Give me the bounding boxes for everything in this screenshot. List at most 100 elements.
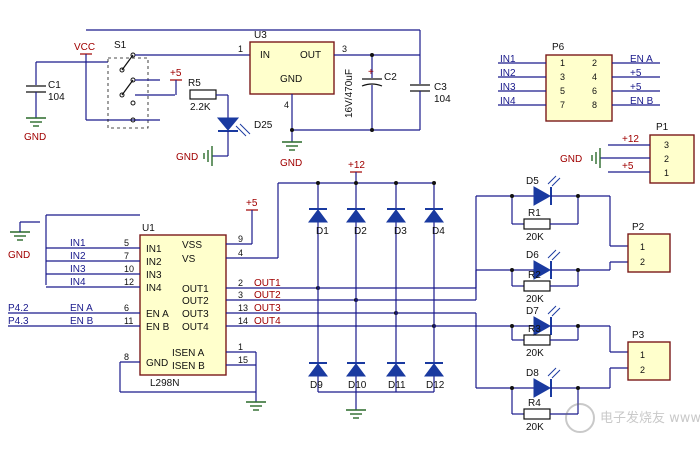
diode-icon xyxy=(424,209,444,223)
diode-icon xyxy=(346,363,366,377)
gnd-label-c1: GND xyxy=(24,132,46,143)
u3-in: IN xyxy=(260,50,270,61)
led-label: D6 xyxy=(526,250,539,261)
c1-label: C1 xyxy=(48,80,61,91)
ground-icon xyxy=(346,409,366,419)
u1-pin-num: 5 xyxy=(124,238,129,248)
led-label: D8 xyxy=(526,368,539,379)
led-icon xyxy=(533,186,552,206)
plus5-label-r5: +5 xyxy=(170,68,182,79)
p2-pin-1: 1 xyxy=(640,242,645,252)
p6-right-label: EN A xyxy=(630,54,653,65)
u1-pin-label: IN2 xyxy=(146,257,162,268)
ground-icon xyxy=(246,401,266,411)
resistor xyxy=(523,218,551,230)
u1-pin-num: 7 xyxy=(124,251,129,261)
p6-pin: 7 xyxy=(560,100,565,110)
led-label: D7 xyxy=(526,306,539,317)
diode-label: D3 xyxy=(394,226,407,237)
p6-pin: 3 xyxy=(560,72,565,82)
p1-label: P1 xyxy=(656,122,669,133)
u3-label: U3 xyxy=(254,30,267,41)
u1-label: U1 xyxy=(142,223,155,234)
u3-out: OUT xyxy=(300,50,321,61)
resistor xyxy=(523,280,551,292)
s1-label: S1 xyxy=(114,40,127,51)
gnd-label-d25: GND xyxy=(176,152,198,163)
u1-out-net: OUT4 xyxy=(254,316,281,327)
resistor xyxy=(523,408,551,420)
u1-pin-label: OUT1 xyxy=(182,284,209,295)
regulator-u3 xyxy=(249,41,335,95)
u1-pin-label: GND xyxy=(146,358,168,369)
u1-pin-num: 13 xyxy=(238,303,248,313)
resistor xyxy=(523,334,551,346)
p6-right-label: +5 xyxy=(630,82,642,93)
u1-pin-label: IN1 xyxy=(146,244,162,255)
led-icon xyxy=(533,260,552,280)
resistor-label: R3 xyxy=(528,324,541,335)
u3-pin-out: 3 xyxy=(342,44,347,54)
p6-pin: 5 xyxy=(560,86,565,96)
u1-net-label: IN2 xyxy=(70,251,86,262)
ground-icon xyxy=(203,146,213,166)
diode-icon xyxy=(424,363,444,377)
resistor-label: R2 xyxy=(528,270,541,281)
p3-label: P3 xyxy=(632,330,645,341)
svg-text:+: + xyxy=(368,67,374,78)
p6-pin: 8 xyxy=(592,100,597,110)
p3-pin-2: 2 xyxy=(640,365,645,375)
u1-net-label: EN B xyxy=(70,316,94,327)
watermark: 电子发烧友 www.elecfans.com xyxy=(565,403,700,433)
c2-value: 16V/470uF xyxy=(344,69,355,118)
p6-left-label: IN3 xyxy=(500,82,516,93)
u1-net-label: EN A xyxy=(70,303,93,314)
u1-pin-num: 15 xyxy=(238,355,248,365)
vcc-label: VCC xyxy=(74,42,95,53)
c1-value: 104 xyxy=(48,92,65,103)
u1-part: L298N xyxy=(150,378,179,389)
u1-pin-label: ISEN A xyxy=(172,348,205,359)
u1-out-net: OUT3 xyxy=(254,303,281,314)
p6-right-label: +5 xyxy=(630,68,642,79)
resistor-label: R1 xyxy=(528,208,541,219)
led-icon xyxy=(216,117,251,137)
diode-label: D1 xyxy=(316,226,329,237)
c2-label: C2 xyxy=(384,72,397,83)
diode-icon xyxy=(346,209,366,223)
u1-pin-num: 9 xyxy=(238,234,243,244)
resistor-value: 20K xyxy=(526,294,544,305)
u3-pin-in: 1 xyxy=(238,44,243,54)
u1-port-label: P4.3 xyxy=(8,316,29,327)
u1-pin-num: 14 xyxy=(238,316,248,326)
resistor-value: 20K xyxy=(526,422,544,433)
resistor-value: 20K xyxy=(526,232,544,243)
diode-icon xyxy=(308,209,328,223)
gnd-label-u3: GND xyxy=(280,158,302,169)
u1-net-label: IN1 xyxy=(70,238,86,249)
diode-label: D4 xyxy=(432,226,445,237)
led-icon xyxy=(533,316,552,336)
p1-pin-1: 1 xyxy=(664,168,669,178)
u1-port-label: P4.2 xyxy=(8,303,29,314)
diode-icon xyxy=(308,363,328,377)
u1-pin-num: 10 xyxy=(124,264,134,274)
gnd-label-left: GND xyxy=(8,250,30,261)
r5-value: 2.2K xyxy=(190,102,211,113)
p2-pin-2: 2 xyxy=(640,257,645,267)
u1-pin-label: EN B xyxy=(146,322,170,333)
diode-label: D9 xyxy=(310,380,323,391)
u1-out-net: OUT2 xyxy=(254,290,281,301)
u3-gnd: GND xyxy=(280,74,302,85)
connector-p3 xyxy=(627,341,671,381)
diode-label: D10 xyxy=(348,380,367,391)
ground-icon xyxy=(10,231,30,241)
p1-pin-2: 2 xyxy=(664,154,669,164)
diode-icon xyxy=(386,209,406,223)
u1-pin-label: OUT2 xyxy=(182,296,209,307)
led-icon xyxy=(533,378,552,398)
d25-label: D25 xyxy=(254,120,273,131)
